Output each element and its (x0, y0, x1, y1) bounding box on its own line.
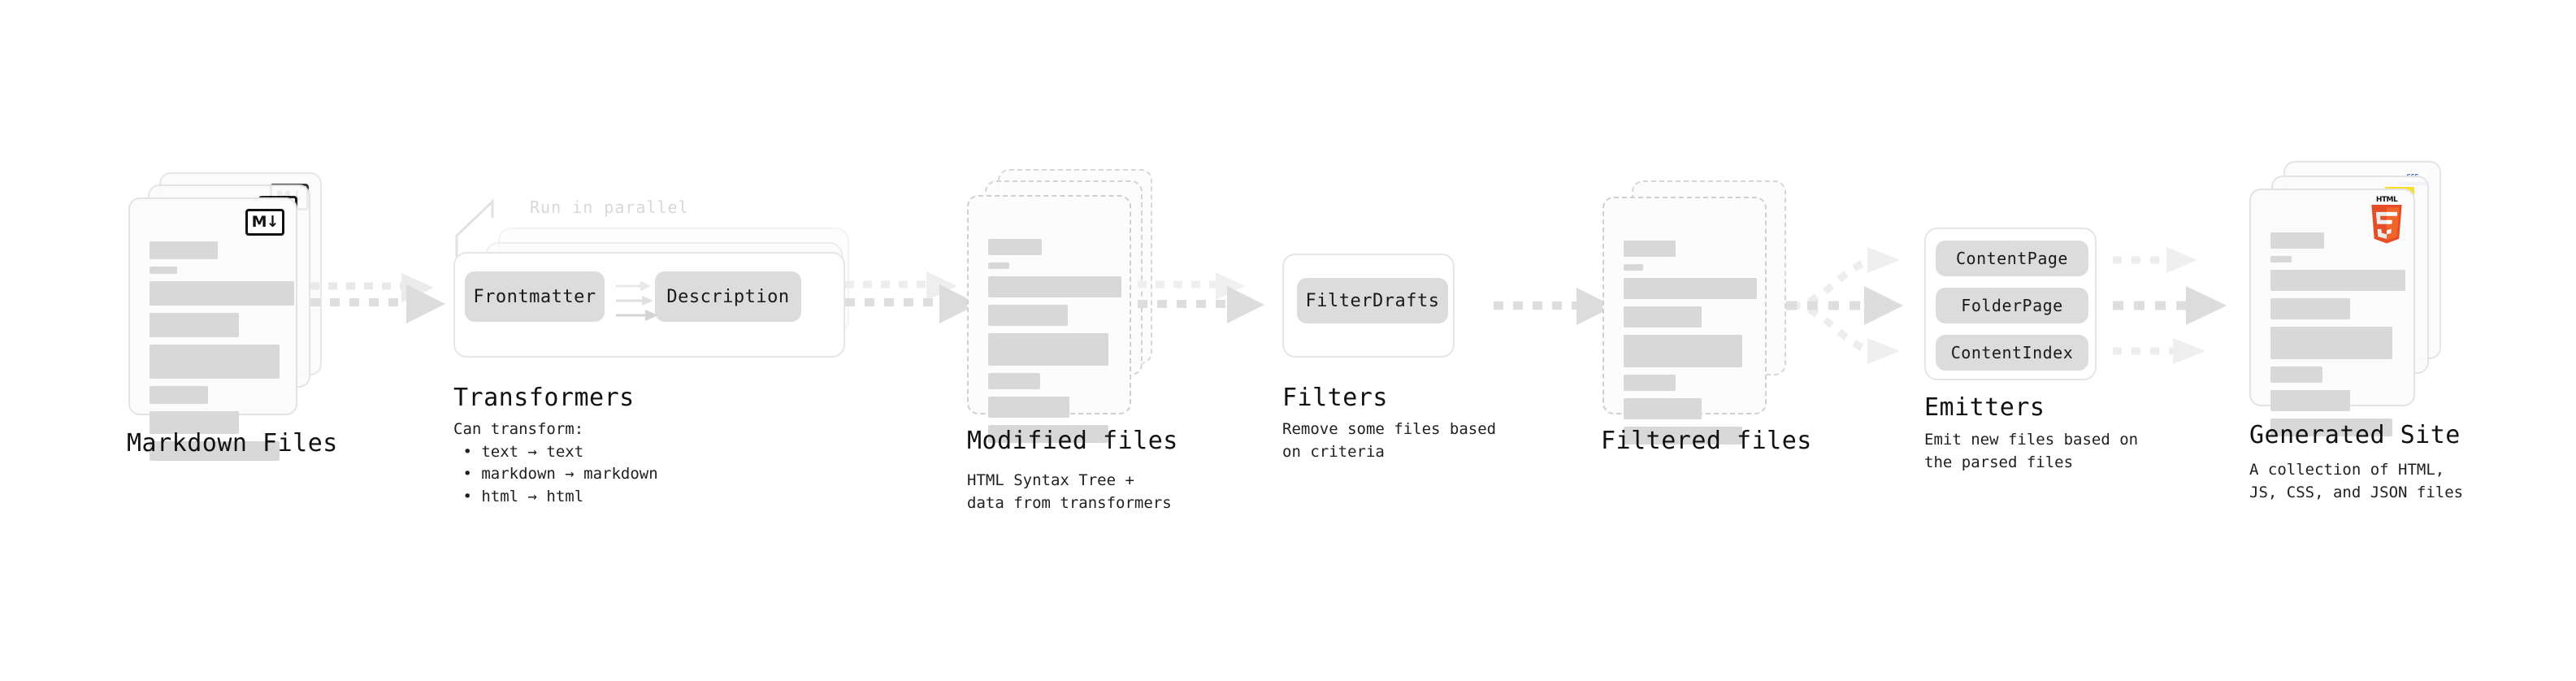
doc-bar (150, 441, 280, 461)
filtered-doc-lines (1624, 241, 1757, 452)
transformers-title: Transformers (453, 384, 635, 412)
emitter-pill-contentindex[interactable]: ContentIndex (1936, 335, 2088, 371)
generated-site-subtitle: A collection of HTML, JS, CSS, and JSON … (2249, 461, 2464, 501)
doc-bar (150, 267, 177, 274)
site-doc-lines (2270, 232, 2405, 444)
site-card-front: HTML (2249, 189, 2415, 436)
markdown-doc-lines (150, 241, 294, 468)
markdown-files-title: Markdown Files (127, 429, 338, 458)
doc-bar (150, 281, 294, 306)
generated-site-title: Generated Site (2249, 421, 2461, 449)
doc-bar (988, 239, 1042, 255)
transformers-subtitle: Can transform: • text → text • markdown … (453, 420, 658, 505)
doc-bar (1624, 398, 1702, 419)
modified-card-front (967, 195, 1131, 443)
emitter-pill-contentpage[interactable]: ContentPage (1936, 241, 2088, 276)
transformers-container: Frontmatter Description (453, 252, 845, 358)
doc-bar (1624, 335, 1742, 367)
doc-bar (988, 373, 1040, 389)
filtered-files-title: Filtered files (1601, 427, 1812, 455)
emitters-subtitle: Emit new files based on the parsed files (1924, 431, 2139, 471)
doc-bar (1624, 427, 1742, 445)
arrow-emitters-to-site (2113, 247, 2227, 364)
doc-bar (1624, 278, 1757, 299)
doc-bar (988, 305, 1068, 326)
doc-bar (2270, 367, 2322, 383)
doc-bar (2270, 256, 2292, 262)
doc-bar (2270, 327, 2392, 359)
doc-bar (2270, 298, 2350, 319)
modified-doc-lines (988, 239, 1121, 450)
doc-bar (2270, 270, 2405, 291)
modified-files-subtitle: HTML Syntax Tree + data from transformer… (967, 471, 1172, 512)
doc-bar (1624, 306, 1702, 327)
filtered-card-front (1602, 197, 1767, 445)
doc-bar (988, 397, 1069, 418)
doc-bar (1624, 264, 1643, 271)
filters-subtitle: Remove some files based on criteria (1282, 420, 1497, 461)
transformer-pill-description[interactable]: Description (655, 271, 801, 322)
modified-files-title: Modified files (967, 427, 1178, 455)
filter-pill-filterdrafts[interactable]: FilterDrafts (1297, 278, 1448, 323)
doc-bar (988, 276, 1121, 297)
doc-bar (150, 386, 208, 404)
html5-badge: HTML (2368, 196, 2405, 244)
filters-title: Filters (1282, 384, 1388, 412)
doc-bar (150, 313, 239, 337)
doc-bar (2270, 232, 2324, 249)
doc-bar (988, 262, 1009, 269)
doc-bar (1624, 375, 1676, 391)
html5-badge-label: HTML (2375, 196, 2398, 204)
doc-bar (2270, 419, 2392, 436)
doc-bar (150, 241, 218, 259)
filters-container: FilterDrafts (1282, 254, 1455, 358)
markdown-card-front: M↓ (128, 197, 297, 461)
arrow-modified-to-filters (1138, 272, 1264, 323)
markdown-badge-front: M↓ (245, 209, 284, 236)
arrow-filtered-to-emitters (1786, 247, 1903, 364)
emitters-title: Emitters (1924, 393, 2045, 422)
doc-bar (2270, 390, 2350, 411)
doc-bar (988, 425, 1108, 443)
emitter-pill-folderpage[interactable]: FolderPage (1936, 288, 2088, 323)
run-in-parallel-note: Run in parallel (530, 197, 689, 217)
emitters-container: ContentPage FolderPage ContentIndex (1924, 228, 2097, 380)
doc-bar (988, 333, 1108, 366)
doc-bar (1624, 241, 1676, 257)
transformer-pill-frontmatter[interactable]: Frontmatter (465, 271, 605, 322)
arrow-markdown-to-transformers (310, 273, 445, 323)
doc-bar (150, 411, 239, 434)
doc-bar (150, 345, 280, 379)
